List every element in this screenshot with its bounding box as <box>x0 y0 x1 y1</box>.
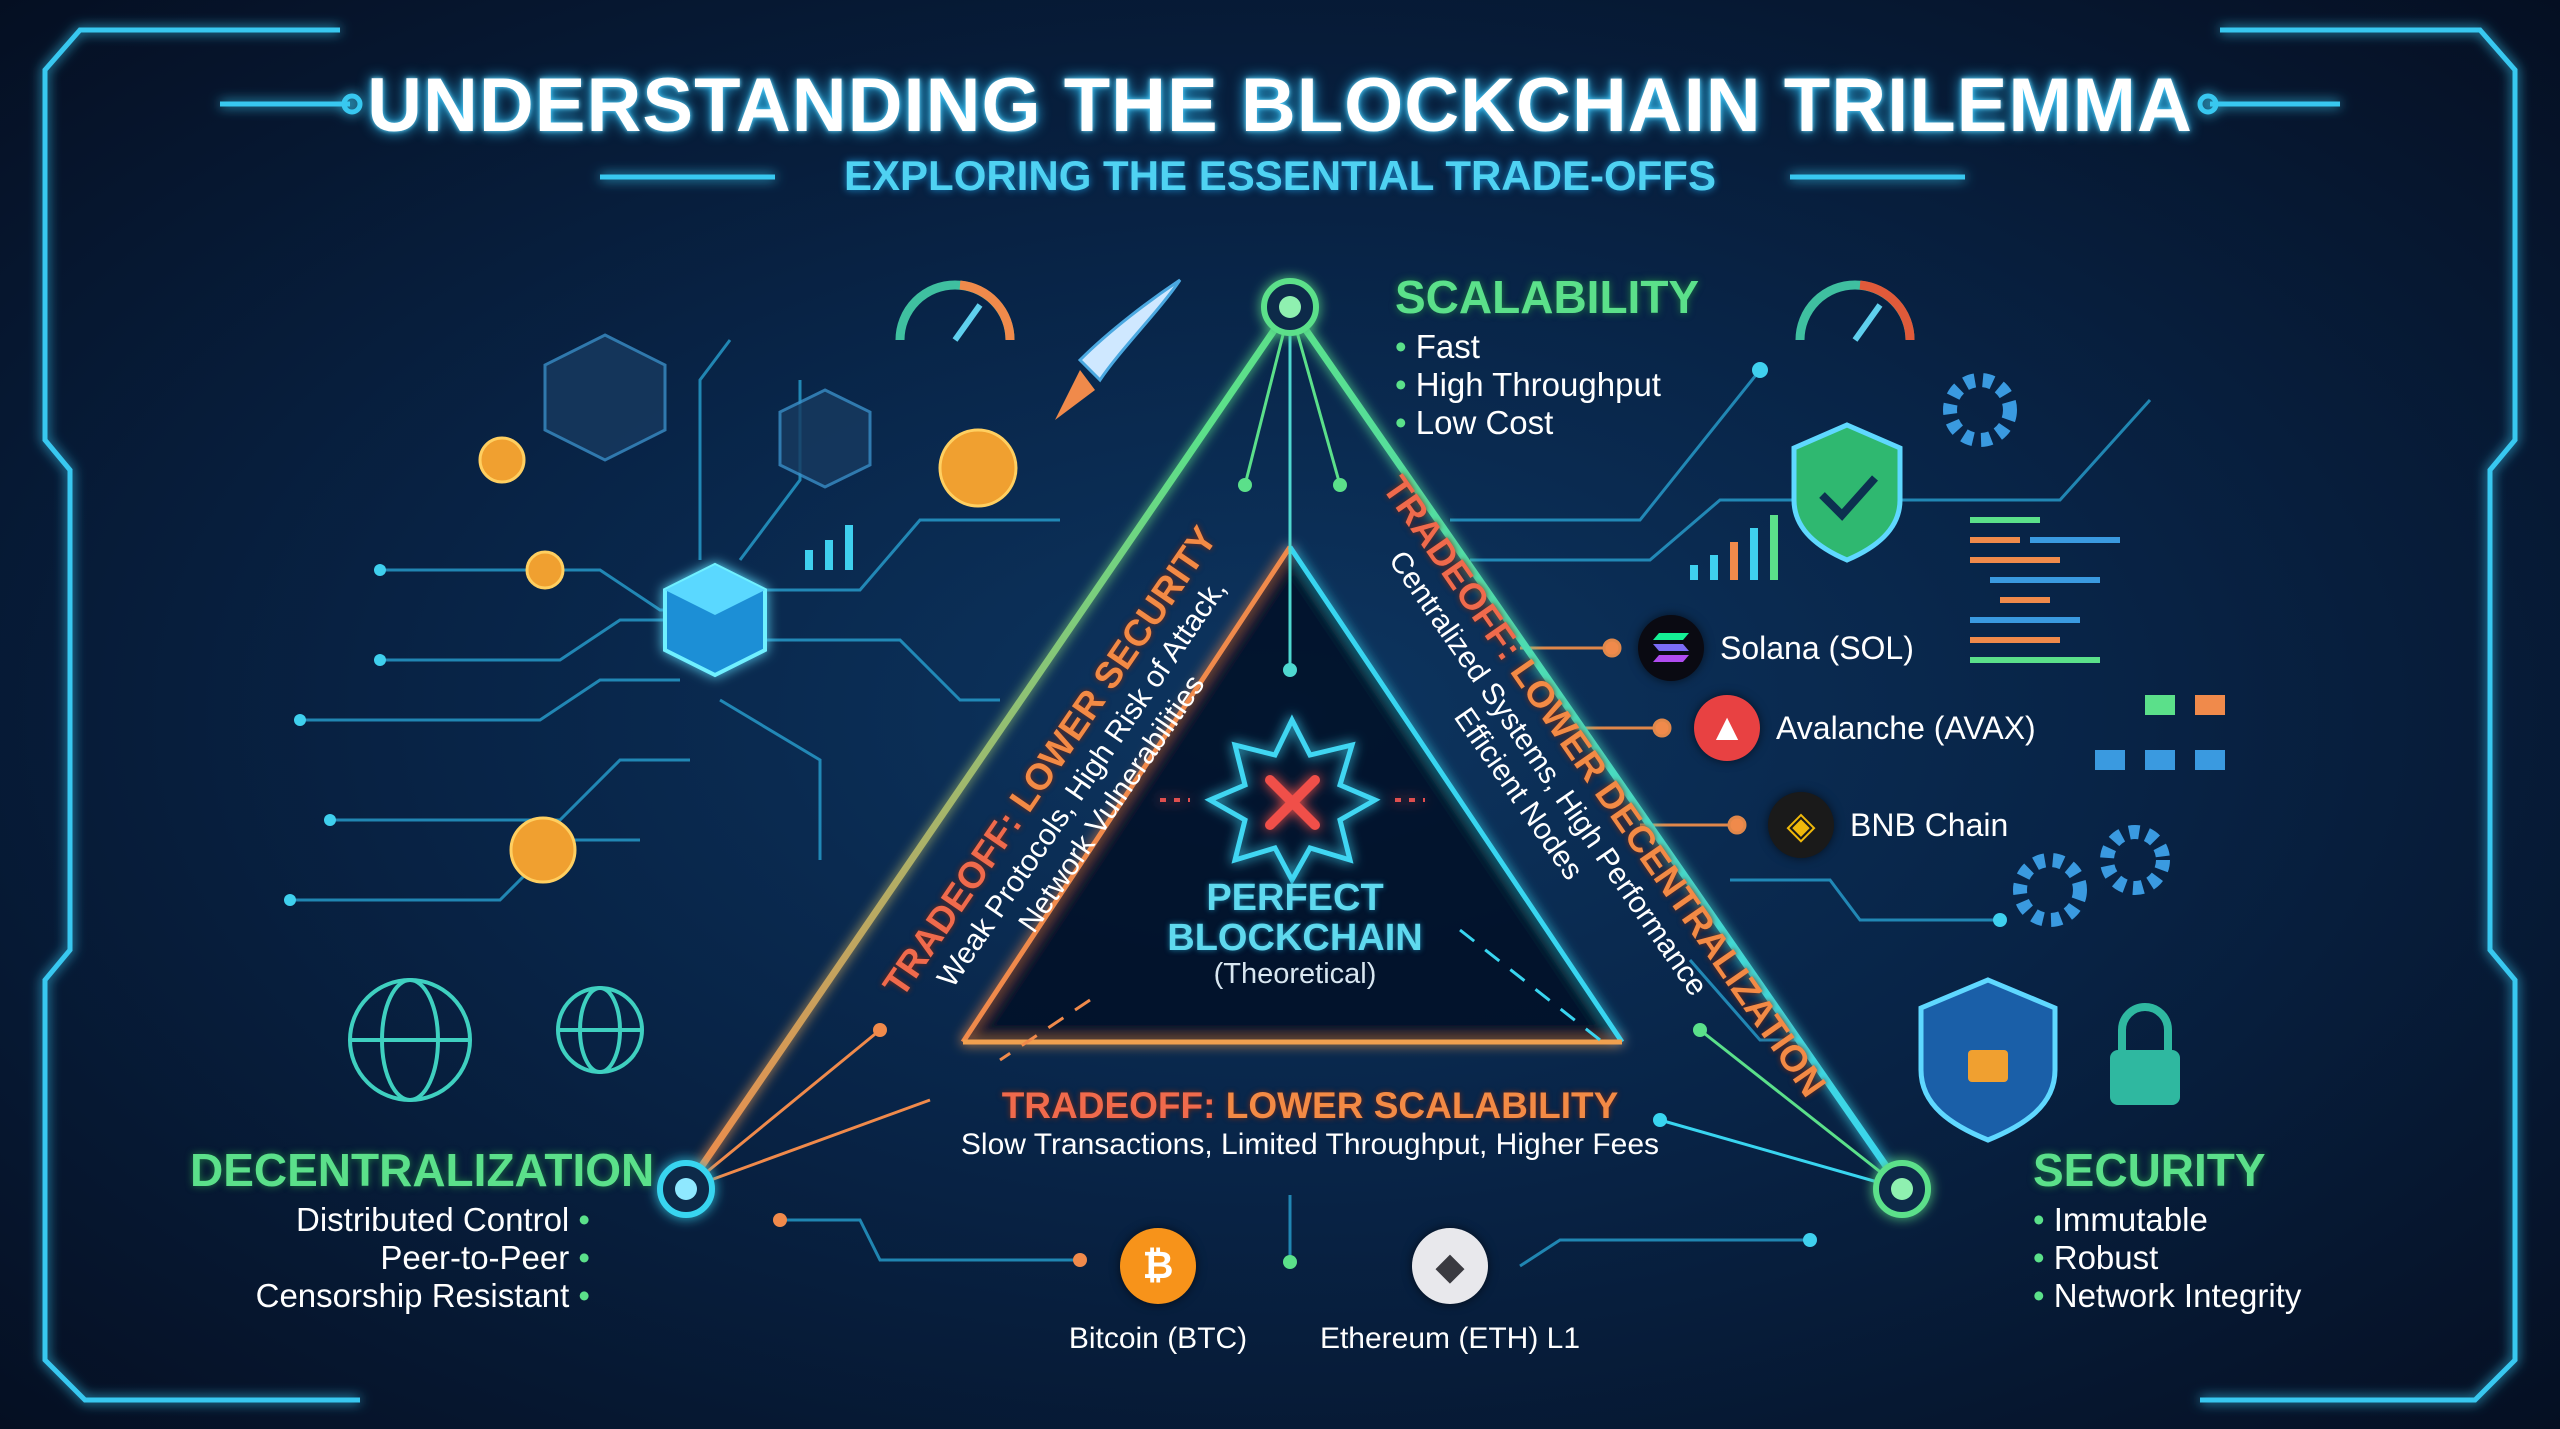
coin-icons <box>478 428 1018 884</box>
circuit-nodes <box>284 362 2007 1269</box>
pillar-decentralization: DECENTRALIZATION Distributed Control • P… <box>190 1143 655 1315</box>
rocket-icon <box>1055 278 1182 420</box>
speed-gauge-icon <box>895 280 1915 342</box>
bullet-item: • Low Cost <box>1395 404 1554 441</box>
trilemma-triangle <box>683 305 1905 1193</box>
chain-avalanche: ▲ Avalanche (AVAX) <box>1694 695 2036 761</box>
tradeoff-lower-scalability: TRADEOFF: LOWER SCALABILITY Slow Transac… <box>960 1085 1660 1161</box>
blockchain-cube-icon <box>663 562 767 678</box>
spoke-nodes <box>873 478 1707 1127</box>
bar-chart-icons <box>805 515 1778 580</box>
bullet-item: • High Throughput <box>1395 366 1661 403</box>
bnb-logo: ◈ <box>1768 792 1834 858</box>
inner-triangle <box>960 545 1625 1045</box>
shield-lock-icon <box>1918 977 2180 1143</box>
frame-border <box>42 27 2518 1403</box>
chain-bnb: ◈ BNB Chain <box>1768 792 2008 858</box>
perfect-blockchain-label: PERFECT BLOCKCHAIN (Theoretical) <box>1167 877 1423 990</box>
pillar-title: DECENTRALIZATION <box>190 1144 655 1196</box>
bullet-item: Censorship Resistant • <box>255 1277 590 1314</box>
spoke-lines <box>685 306 1903 1191</box>
server-cube-icon <box>543 333 872 489</box>
page-title: UNDERSTANDING THE BLOCKCHAIN TRILEMMA <box>367 63 2193 148</box>
pillar-security: SECURITY • Immutable • Robust • Network … <box>2033 1143 2301 1315</box>
bullet-item: • Robust <box>2033 1239 2159 1276</box>
vertex-nodes <box>657 278 1931 1218</box>
bullet-item: • Immutable <box>2033 1201 2208 1238</box>
gear-icons <box>1943 373 2170 927</box>
ethereum-logo: ◆ <box>1412 1228 1488 1304</box>
bullet-item: • Fast <box>1395 328 1480 365</box>
chain-solana: Solana (SOL) <box>1638 615 1914 681</box>
avalanche-logo: ▲ <box>1694 695 1760 761</box>
pillar-scalability: SCALABILITY • Fast • High Throughput • L… <box>1395 270 1699 442</box>
chain-bitcoin: ₿ Bitcoin (BTC) <box>1008 1228 1308 1356</box>
circuit-lines <box>290 339 2152 1268</box>
bullet-item: • Network Integrity <box>2033 1277 2302 1314</box>
pillar-title: SECURITY <box>2033 1144 2266 1196</box>
globe-network-icon <box>348 978 644 1102</box>
x-mark-star-icon <box>1160 714 1425 886</box>
page-subtitle: EXPLORING THE ESSENTIAL TRADE-OFFS <box>844 152 1716 199</box>
bullet-item: Distributed Control • <box>295 1201 590 1238</box>
bullet-item: Peer-to-Peer • <box>380 1239 590 1276</box>
pillar-title: SCALABILITY <box>1395 271 1700 323</box>
network-diagram-icon <box>2095 695 2225 770</box>
shield-check-icon <box>1791 422 1903 563</box>
code-lines-icon <box>1970 517 2120 663</box>
bitcoin-logo: ₿ <box>1120 1228 1196 1304</box>
solana-logo <box>1638 615 1704 681</box>
chain-ethereum: ◆ Ethereum (ETH) L1 <box>1300 1228 1600 1356</box>
